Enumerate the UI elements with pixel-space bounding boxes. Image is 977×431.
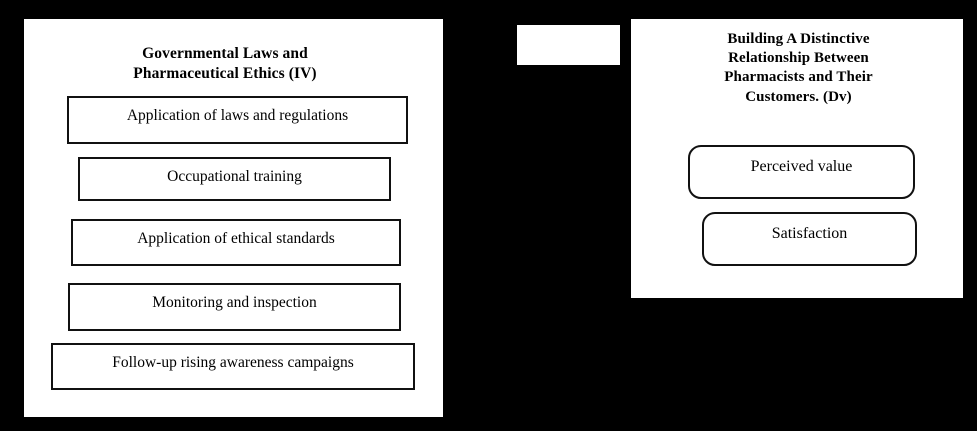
independent-variable-title-line-1: Governmental Laws and — [142, 45, 308, 62]
construct-box-follow-up-rising-awareness-campaigns[interactable]: Follow-up rising awareness campaigns — [51, 343, 415, 390]
dependent-variable-title-line-4: Customers. (Dv) — [745, 88, 852, 105]
independent-variable-title: Governmental Laws and Pharmaceutical Eth… — [60, 44, 390, 84]
dependent-variable-title-line-3: Pharmacists and Their — [724, 69, 873, 86]
construct-box-monitoring-and-inspection[interactable]: Monitoring and inspection — [68, 283, 401, 331]
dependent-variable-title-line-1: Building A Distinctive — [727, 31, 870, 47]
construct-box-application-of-laws-and-regulations[interactable]: Application of laws and regulations — [67, 96, 408, 144]
blank-placeholder-box — [517, 25, 620, 65]
construct-box-application-of-ethical-standards[interactable]: Application of ethical standards — [71, 219, 401, 266]
construct-box-occupational-training[interactable]: Occupational training — [78, 157, 391, 201]
connector-tick-marker — [626, 181, 633, 185]
dependent-variable-title-line-2: Relationship Between — [728, 50, 869, 67]
construct-box-perceived-value[interactable]: Perceived value — [688, 145, 915, 199]
dependent-variable-title: Building A Distinctive Relationship Betw… — [656, 30, 941, 107]
construct-box-satisfaction[interactable]: Satisfaction — [702, 212, 917, 266]
independent-variable-title-line-2: Pharmaceutical Ethics (IV) — [133, 64, 317, 82]
